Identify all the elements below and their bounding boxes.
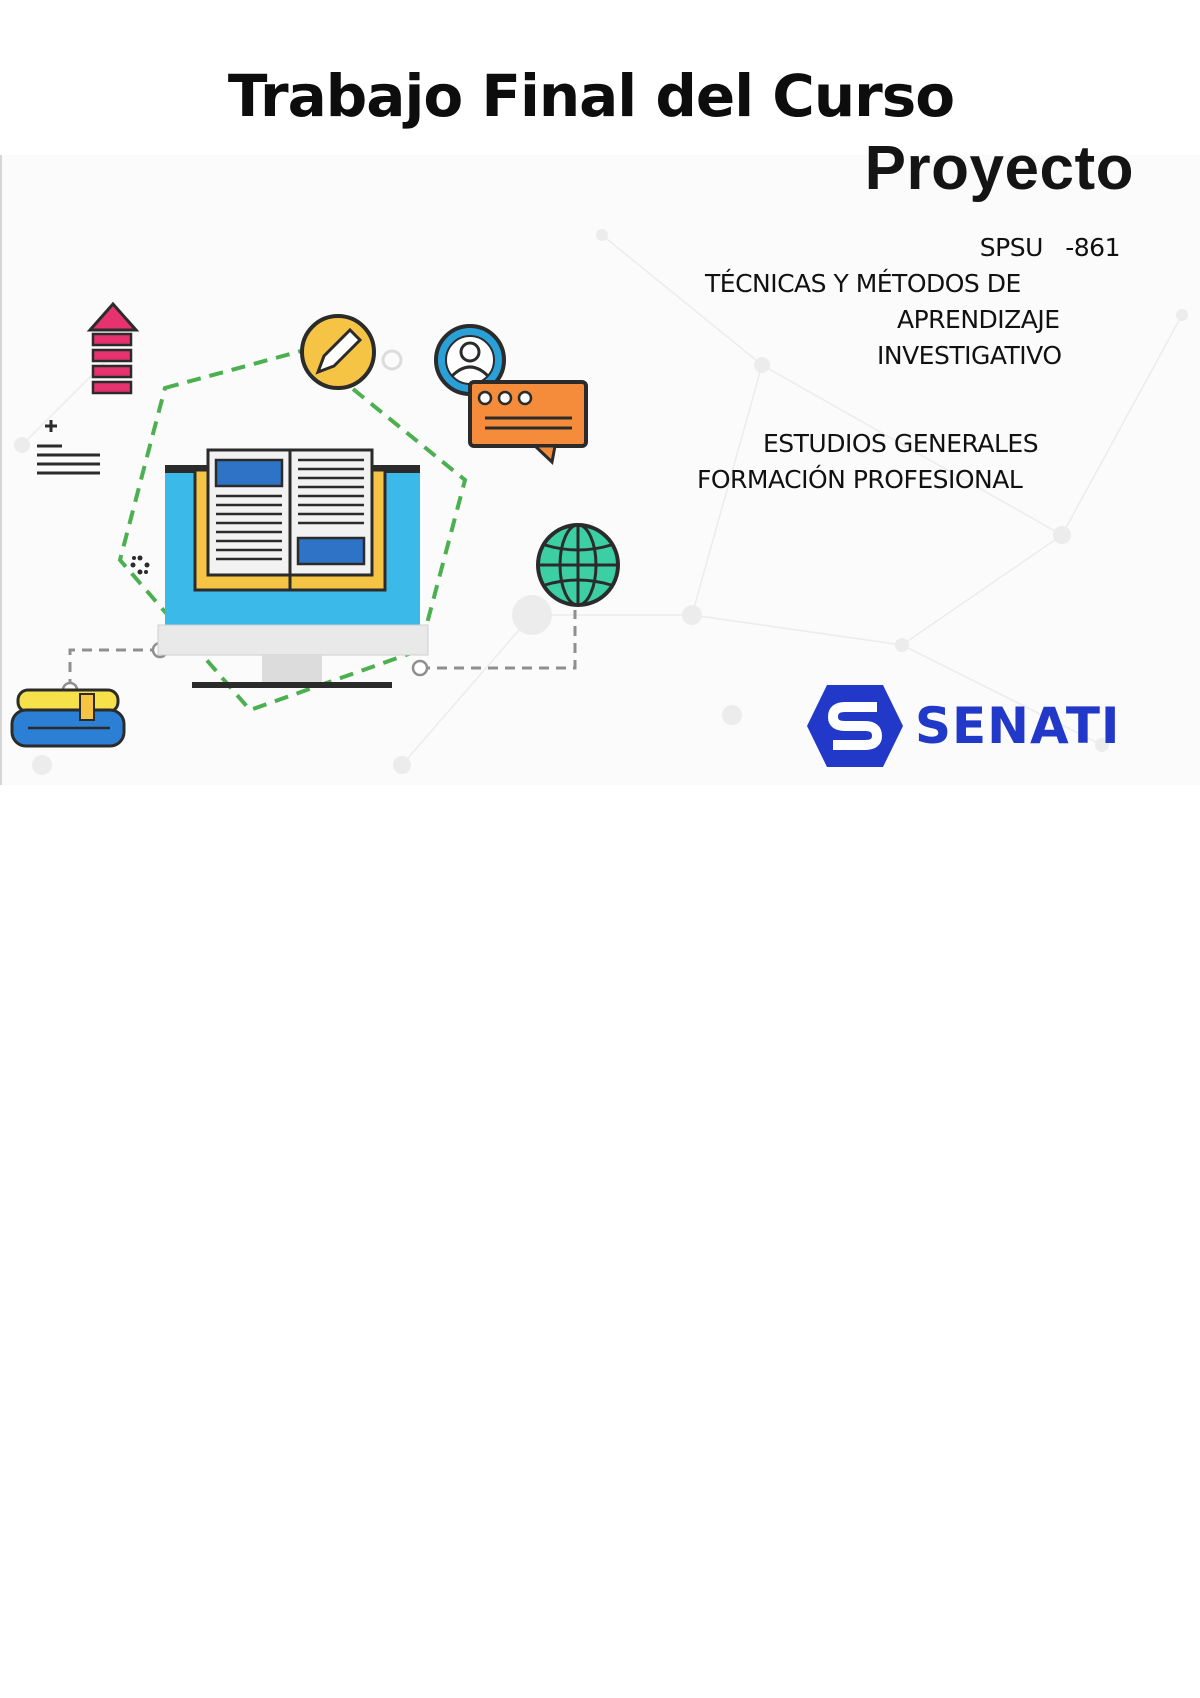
- senati-logo-text: SENATI: [915, 697, 1121, 755]
- course-name-line: APRENDIZAJE: [897, 305, 1060, 334]
- globe-icon: [536, 523, 620, 607]
- books-stack-icon: [10, 688, 126, 748]
- course-code: SPSU -861: [979, 233, 1121, 262]
- text-lines-icon: [37, 420, 100, 475]
- open-book-monitor-icon: [130, 448, 429, 688]
- user-avatar-icon: [434, 324, 506, 396]
- pencil-badge-icon: [300, 314, 403, 390]
- program-line: FORMACIÓN PROFESIONAL: [697, 465, 1023, 494]
- course-name-line: INVESTIGATIVO: [877, 341, 1062, 370]
- elearning-illustration: [10, 301, 620, 748]
- senati-logo: SENATI: [805, 683, 1120, 769]
- document-subtitle: Proyecto: [864, 134, 1134, 203]
- course-name-line: TÉCNICAS Y MÉTODOS DE: [705, 269, 1021, 298]
- chat-bubble-icon: [468, 380, 588, 465]
- senati-emblem-icon: [807, 685, 903, 767]
- program-line: ESTUDIOS GENERALES: [763, 429, 1039, 458]
- upload-arrow-icon: [86, 301, 140, 395]
- document-title: Trabajo Final del Curso: [227, 62, 955, 130]
